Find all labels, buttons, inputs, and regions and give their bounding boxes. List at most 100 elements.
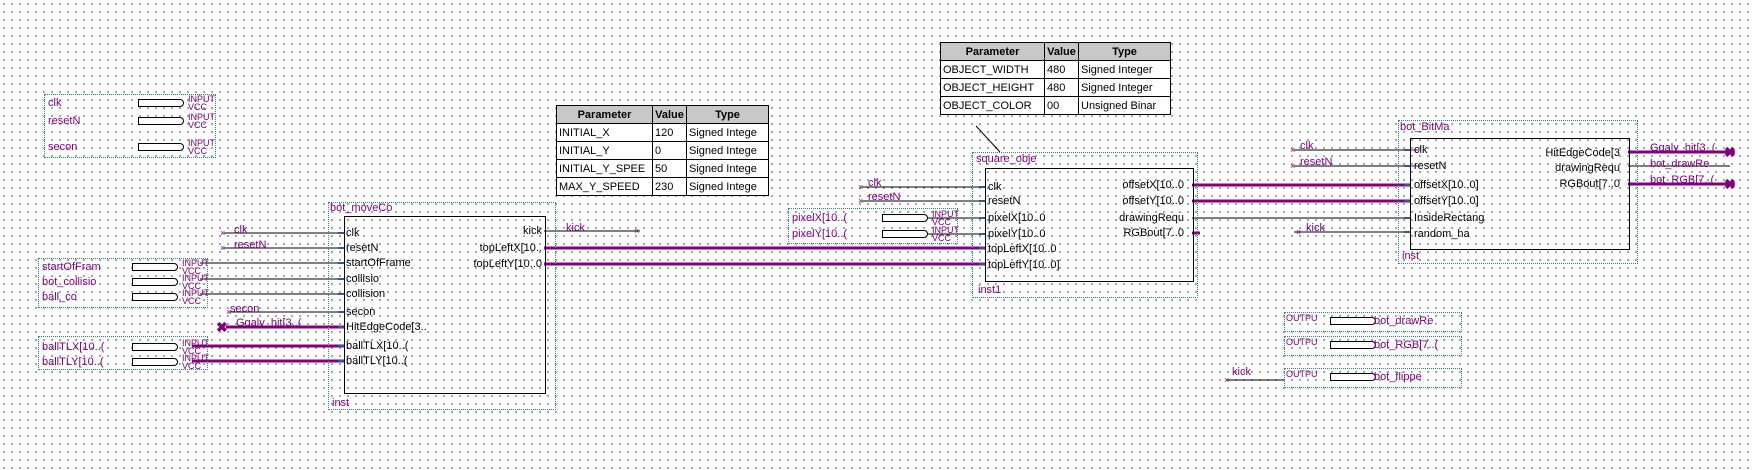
pin-vcc: VCC [182,361,202,371]
pin-vcc: VCC [932,233,952,243]
net-label-x-marker: × [1290,145,1296,155]
param-value: 50 [652,159,687,178]
pin-type: OUTPU [1286,369,1318,379]
square-port-pixelX: pixelX[10..0 [988,212,1046,224]
param-name: INITIAL_Y [556,141,653,160]
move-port-hitedgecode: HitEdgeCode[3.. [346,321,427,333]
square-block-body[interactable] [985,168,1194,282]
square-port-offsetX: offsetX[10..0 [1122,179,1184,191]
output-pin-frame-1 [1284,312,1462,332]
pin-label: bot_flippe [1374,371,1422,383]
pin-type: INPUT [932,209,959,219]
bitmap-block-frame [1398,120,1638,264]
square-port-pixelY: pixelY[10..0 [988,228,1046,240]
square-block-inst: inst1 [978,284,1002,296]
bitmap-block-inst: inst [1402,250,1420,262]
bitmap-port-resetN: resetN [1414,160,1447,172]
unconnected-x-icon: ✖ [1724,144,1736,160]
bitmap-net-drawRe: bot_drawRe [1650,158,1710,170]
move-net-ggaly-hit: Ggaly_hit[3..( [236,317,302,329]
bitmap-port-RGBout: RGBout[7..0 [1559,178,1620,190]
input-pin-shape [138,117,184,125]
input-pin-shape [132,343,178,351]
output-pin-frame-3 [1284,368,1462,388]
net-label-x-marker: × [1224,375,1230,385]
param-name: OBJECT_HEIGHT [940,78,1045,97]
pin-type: INPUT [188,94,215,104]
pin-type: INPUT [182,353,209,363]
move-port-collisio: collisio [346,273,380,285]
param-name: OBJECT_WIDTH [940,60,1045,79]
output-pin-shape [1330,373,1376,381]
pin-vcc: VCC [182,281,202,291]
pin-vcc: VCC [188,102,208,112]
square-port-drawingRequ: drawingRequ [1119,212,1184,224]
bitmap-port-drawingRequ: drawingRequ [1555,162,1620,174]
pin-vcc: VCC [188,120,208,130]
pin-label: bot_drawRe [1374,315,1434,327]
move-block-inst: inst [332,397,350,409]
pin-label: ball_co [42,291,77,303]
pin-group-frame-left2 [38,336,208,370]
square-port-topLeftX: topLeftX[10..0 [988,243,1057,255]
pin-type: INPUT [182,258,209,268]
output-pin-shape [1330,317,1376,325]
pin-vcc: VCC [182,296,202,306]
pin-type: OUTPU [1286,313,1318,323]
input-pin-shape [138,99,184,107]
input-pin-shape [132,293,178,301]
pin-type: INPUT [188,138,215,148]
param-type: Unsigned Binar [1078,96,1171,115]
bitmap-net-kick: kick [1306,222,1325,234]
pin-group-frame-topleft [44,94,216,158]
net-label-x-marker: × [1290,161,1296,171]
bitmap-port-insideRect: InsideRectang [1414,212,1485,224]
pin-type: INPUT [188,112,215,122]
param-type: Signed Integer [1078,60,1171,79]
square-net-clk: clk [868,177,882,189]
move-port-clk: clk [346,227,360,239]
move-net-clk: clk [234,224,248,236]
bitmap-net-ggaly-hit: Ggaly_hit[3..( [1650,142,1716,154]
square-param-table: Parameter Value Type OBJECT_WIDTH 480 Si… [940,42,1171,115]
pin-label: bot_RGB[7..( [1374,339,1439,351]
param-name: INITIAL_Y_SPEE [556,159,653,178]
move-port-startOfFrame: startOfFrame [346,257,411,269]
square-port-resetN: resetN [988,195,1021,207]
square-port-topLeftY: topLeftY[10..0] [988,259,1060,271]
pin-group-frame-mid [788,208,958,244]
param-header: Parameter [940,42,1045,61]
move-block-frame [328,202,556,410]
pin-label: clk [48,97,62,109]
bitmap-port-random: random_ha [1414,228,1470,240]
net-label-x-marker: × [220,228,226,238]
param-value: 0 [652,141,687,160]
move-net-kick-out: kick [566,222,585,234]
input-pin-shape [132,263,178,271]
bitmap-port-clk: clk [1414,144,1428,156]
output-pin-shape [1330,341,1376,349]
unconnected-x-icon: ✖ [1724,176,1736,192]
square-net-resetN: resetN [868,191,901,203]
output-pin-frame-2 [1284,336,1462,356]
move-block-body[interactable] [344,216,546,394]
bitmap-port-hitedgecode: HitEdgeCode[3 [1545,147,1620,159]
move-port-resetN: resetN [346,242,379,254]
bitmap-block-body[interactable] [1410,138,1630,250]
bitmap-port-offsetX: offsetX[10..0] [1414,179,1479,191]
net-label-x-marker: × [858,182,864,192]
pin-label: startOfFram [42,261,101,273]
pin-label: pixelY[10..( [792,228,848,240]
param-type: Signed Intege [686,177,769,196]
square-block-title: square_obje [976,153,1037,165]
pin-type: INPUT [932,225,959,235]
bitmap-net-clk: clk [1300,140,1314,152]
param-value: 230 [652,177,687,196]
input-pin-shape [138,143,184,151]
pin-label: resetN [48,115,81,127]
pin-vcc: VCC [932,217,952,227]
move-port-topLeftY: topLeftY[10..0 [473,258,543,270]
move-port-kick: kick [523,225,542,237]
square-port-RGBout: RGBout[7..0 [1123,227,1184,239]
